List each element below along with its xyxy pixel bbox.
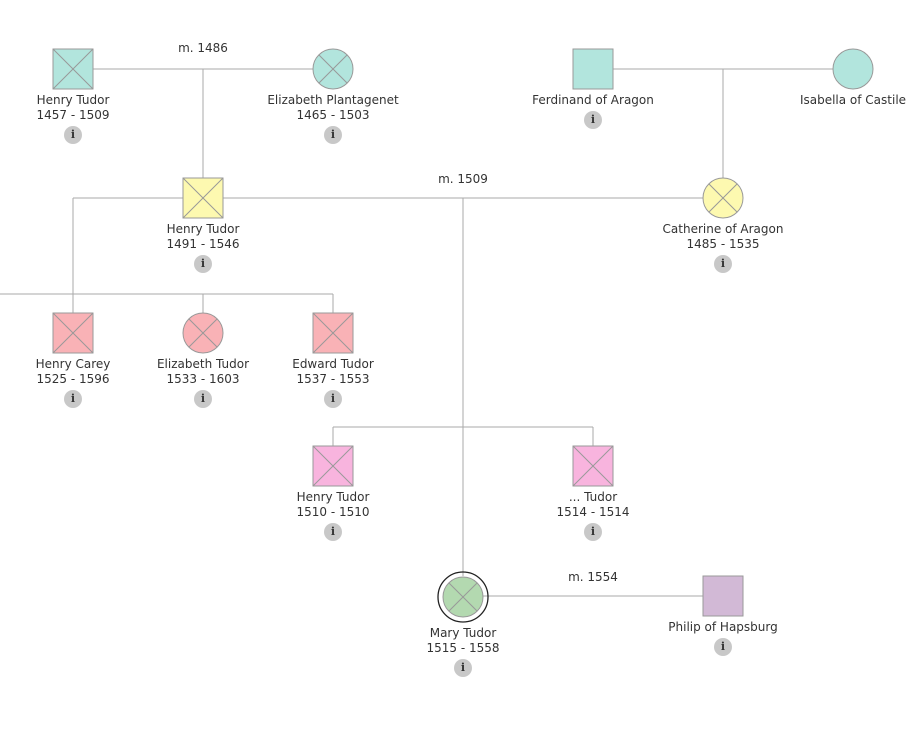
person-name: Ferdinand of Aragon bbox=[532, 93, 654, 107]
deceased-cross-mark bbox=[52, 48, 94, 90]
person-name: Edward Tudor bbox=[292, 357, 374, 371]
person-node-henry7[interactable] bbox=[52, 48, 94, 90]
deceased-cross-mark bbox=[318, 54, 348, 84]
person-node-isabella[interactable] bbox=[832, 48, 874, 90]
person-name: Henry Tudor bbox=[296, 490, 370, 504]
male-square-icon bbox=[572, 48, 614, 90]
person-dates: 1515 - 1558 bbox=[426, 641, 500, 655]
marriage-label-m-mary: m. 1554 bbox=[568, 570, 618, 584]
info-icon[interactable]: i bbox=[194, 255, 212, 273]
deceased-cross-mark bbox=[448, 582, 478, 612]
male-square-icon bbox=[702, 575, 744, 617]
person-dates: 1485 - 1535 bbox=[686, 237, 760, 251]
deceased-cross-mark bbox=[312, 445, 354, 487]
info-icon[interactable]: i bbox=[454, 659, 472, 677]
person-name: ... Tudor bbox=[568, 490, 618, 504]
person-node-ferdinand[interactable] bbox=[572, 48, 614, 90]
person-name: Catherine of Aragon bbox=[662, 222, 784, 236]
person-dates: 1491 - 1546 bbox=[166, 237, 240, 251]
person-name: Elizabeth Tudor bbox=[156, 357, 250, 371]
person-node-henry-1510[interactable] bbox=[312, 445, 354, 487]
person-dates: 1525 - 1596 bbox=[36, 372, 110, 386]
person-dates: 1465 - 1503 bbox=[296, 108, 370, 122]
person-nodes bbox=[52, 48, 874, 623]
person-dates: 1510 - 1510 bbox=[296, 505, 370, 519]
person-dates: 1457 - 1509 bbox=[36, 108, 110, 122]
deceased-cross-mark bbox=[708, 183, 738, 213]
person-node-henry-carey[interactable] bbox=[52, 312, 94, 354]
person-node-tudor-1514[interactable] bbox=[572, 445, 614, 487]
info-icon[interactable]: i bbox=[324, 126, 342, 144]
info-icon[interactable]: i bbox=[64, 126, 82, 144]
person-name: Henry Tudor bbox=[36, 93, 110, 107]
deceased-cross-mark bbox=[182, 177, 224, 219]
connector-lines bbox=[0, 68, 833, 597]
focus-ring bbox=[437, 571, 489, 623]
marriage-label-m-henry7: m. 1486 bbox=[178, 41, 228, 55]
info-icon[interactable]: i bbox=[324, 390, 342, 408]
deceased-cross-mark bbox=[188, 318, 218, 348]
marriage-label-m-henry8: m. 1509 bbox=[438, 172, 488, 186]
info-icon[interactable]: i bbox=[194, 390, 212, 408]
person-node-edward-tudor[interactable] bbox=[312, 312, 354, 354]
person-name: Henry Carey bbox=[35, 357, 111, 371]
person-node-henry8[interactable] bbox=[182, 177, 224, 219]
deceased-cross-mark bbox=[52, 312, 94, 354]
person-dates: 1533 - 1603 bbox=[166, 372, 240, 386]
info-icon[interactable]: i bbox=[584, 523, 602, 541]
female-circle-icon bbox=[832, 48, 874, 90]
person-name: Isabella of Castile bbox=[799, 93, 907, 107]
info-icon[interactable]: i bbox=[714, 255, 732, 273]
person-node-elizabeth-tudor[interactable] bbox=[182, 312, 224, 354]
info-icon[interactable]: i bbox=[714, 638, 732, 656]
person-node-catherine[interactable] bbox=[702, 177, 744, 219]
info-icon[interactable]: i bbox=[584, 111, 602, 129]
deceased-cross-mark bbox=[572, 445, 614, 487]
person-name: Mary Tudor bbox=[429, 626, 497, 640]
person-node-philip[interactable] bbox=[702, 575, 744, 617]
person-name: Henry Tudor bbox=[166, 222, 240, 236]
person-node-elizabeth-plantagenet[interactable] bbox=[312, 48, 354, 90]
info-icon[interactable]: i bbox=[64, 390, 82, 408]
person-node-mary-tudor[interactable] bbox=[437, 571, 489, 623]
deceased-cross-mark bbox=[312, 312, 354, 354]
person-name: Elizabeth Plantagenet bbox=[267, 93, 399, 107]
info-icon[interactable]: i bbox=[324, 523, 342, 541]
person-name: Philip of Hapsburg bbox=[668, 620, 778, 634]
person-dates: 1537 - 1553 bbox=[296, 372, 370, 386]
person-dates: 1514 - 1514 bbox=[556, 505, 630, 519]
